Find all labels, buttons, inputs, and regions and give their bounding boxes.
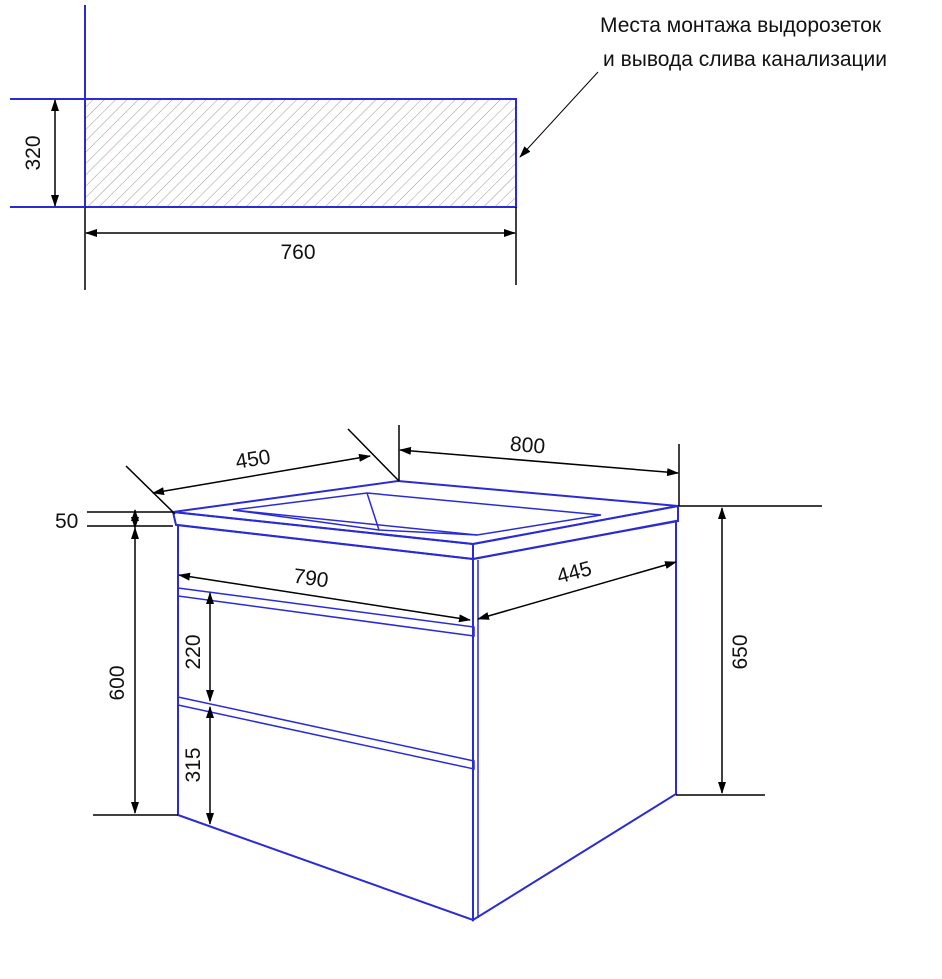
label-600: 600 xyxy=(106,665,129,700)
upper-drawer-gap xyxy=(177,587,475,637)
note-line-1: Места монтажа выдорозеток xyxy=(600,14,882,37)
dim-line-450 xyxy=(152,453,371,496)
label-790: 790 xyxy=(292,565,330,593)
note-leader-line xyxy=(519,71,599,158)
plan-width-label: 760 xyxy=(280,241,315,264)
label-220: 220 xyxy=(182,634,205,669)
sink-basin-inner-edge xyxy=(232,509,380,531)
countertop-side-edge xyxy=(472,504,679,561)
label-50: 50 xyxy=(55,510,78,533)
note-line-2: и вывода слива канализации xyxy=(603,48,887,71)
lower-drawer-gap xyxy=(177,696,475,770)
plan-view: 320 760 Места монтажа выдорозеток и выво… xyxy=(10,5,887,290)
sink-basin-rim xyxy=(232,492,602,536)
dim-line-800 xyxy=(399,446,679,477)
label-450: 450 xyxy=(234,445,272,473)
cabinet-view: 450 800 50 600 790 445 650 220 315 xyxy=(55,425,822,922)
label-650: 650 xyxy=(729,634,752,669)
label-315: 315 xyxy=(182,747,205,782)
ext-line-450-right xyxy=(347,428,400,482)
label-800: 800 xyxy=(509,433,546,459)
dim-line-445 xyxy=(477,561,677,620)
mounting-zone-hatched xyxy=(84,98,517,208)
label-445: 445 xyxy=(554,557,594,588)
plan-height-label: 320 xyxy=(22,135,45,170)
dim-line-790 xyxy=(178,572,471,623)
cabinet-side-face xyxy=(472,519,677,922)
ext-line-450-left xyxy=(125,465,176,515)
